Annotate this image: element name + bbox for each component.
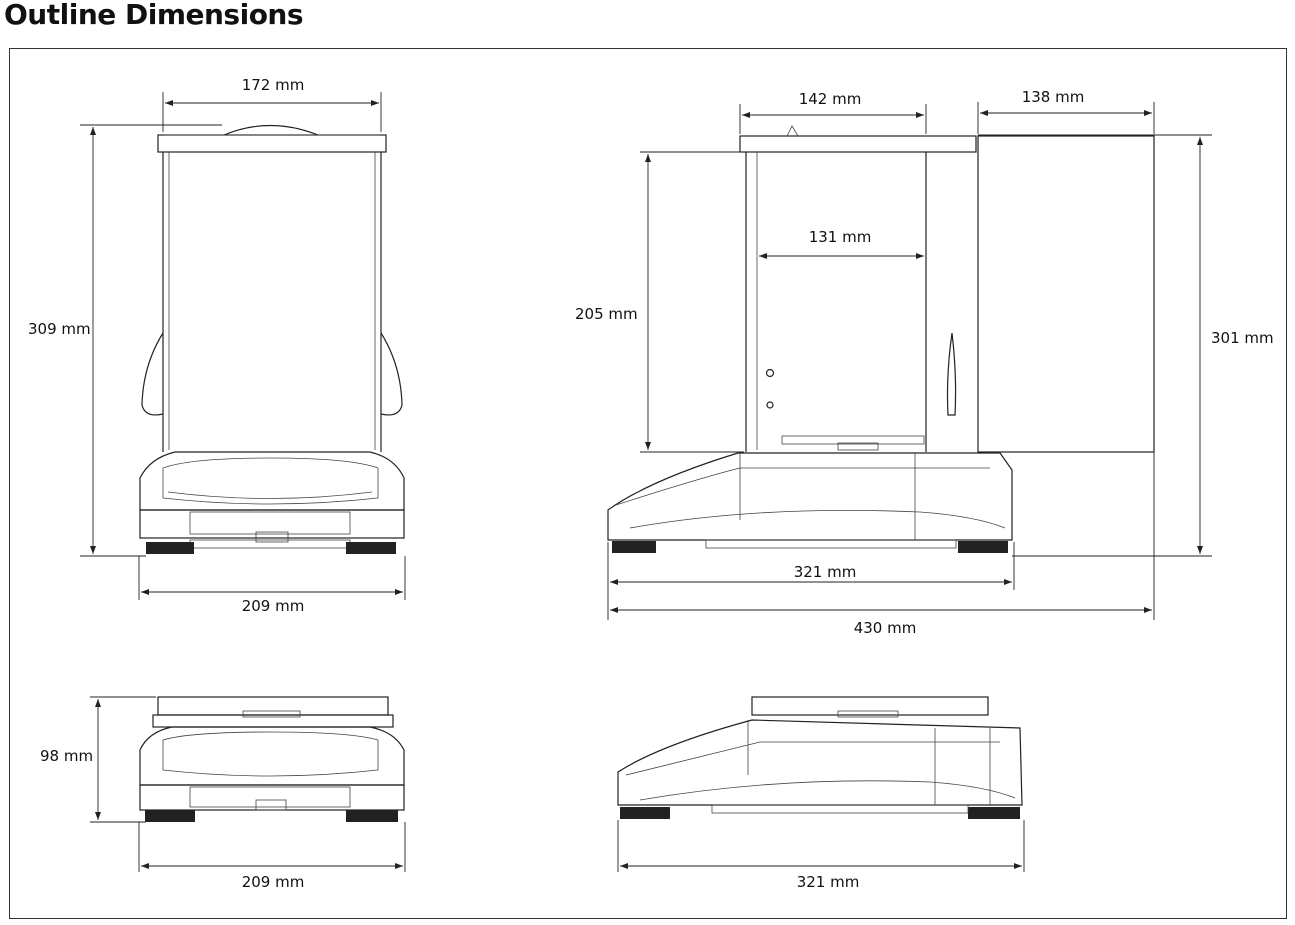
side-base-depth-label: 321 mm	[794, 563, 857, 581]
small-side-depth-label: 321 mm	[797, 873, 860, 891]
side-top-width-label: 142 mm	[799, 90, 862, 108]
front-base-width-label: 209 mm	[242, 597, 305, 615]
side-chamber-height-label: 205 mm	[575, 305, 638, 323]
side-total-depth-label: 430 mm	[854, 619, 917, 637]
front-view-drawing	[139, 124, 405, 554]
small-front-width-label: 209 mm	[242, 873, 305, 891]
front-top-width-label: 172 mm	[242, 76, 305, 94]
dimension-lines	[80, 92, 1212, 872]
side-rear-width-label: 138 mm	[1022, 88, 1085, 106]
side-total-height-label: 301 mm	[1211, 329, 1274, 347]
small-side-view-drawing	[617, 696, 1023, 819]
drawing-frame	[9, 48, 1287, 919]
small-front-view-drawing	[139, 696, 405, 822]
page-title: Outline Dimensions	[4, 0, 304, 31]
side-view-drawing	[607, 125, 1155, 553]
side-chamber-width-label: 131 mm	[809, 228, 872, 246]
small-front-height-label: 98 mm	[40, 747, 93, 765]
front-height-label: 309 mm	[28, 320, 91, 338]
